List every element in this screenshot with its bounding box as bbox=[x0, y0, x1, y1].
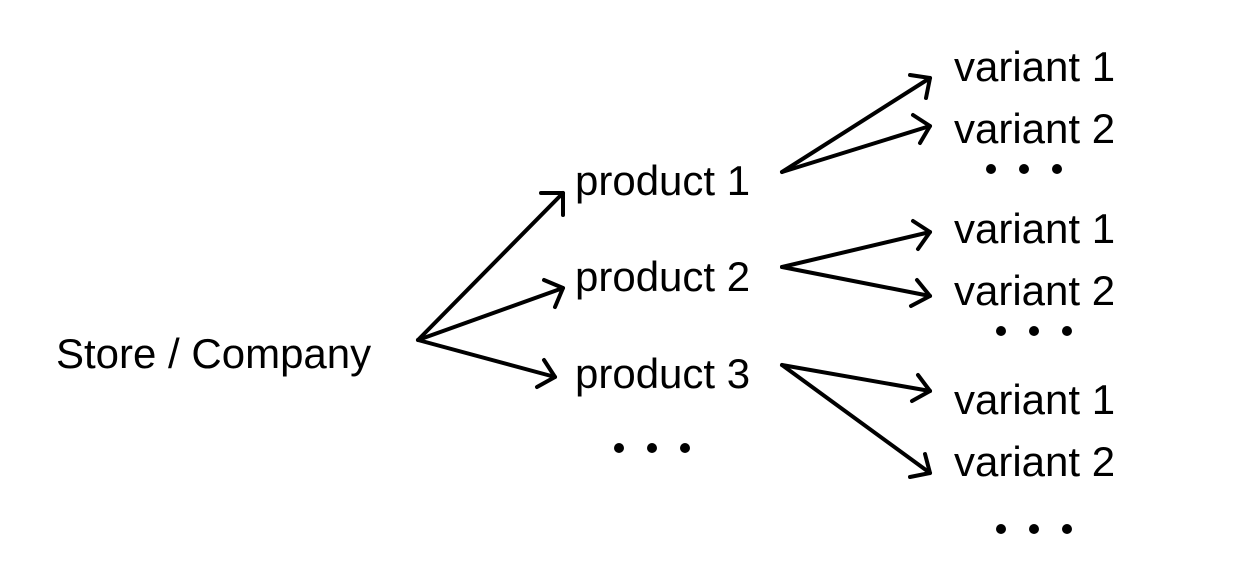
product-2-variant-1-node: variant 1 bbox=[954, 205, 1116, 252]
arrow-product-3-to-variant-1 bbox=[780, 363, 932, 403]
arrow-product-2-to-variant-1 bbox=[780, 219, 932, 269]
product-2-node: product 2 bbox=[575, 253, 751, 300]
product-1-variant-2-node: variant 2 bbox=[954, 105, 1116, 152]
arrow-product-3-to-variant-2 bbox=[780, 363, 932, 479]
product-1-variant-1-node: variant 1 bbox=[954, 43, 1116, 90]
arrow-store-to-product-1 bbox=[416, 191, 565, 342]
arrow-product-2-to-variant-2 bbox=[780, 265, 932, 308]
arrow-product-1-to-variant-2 bbox=[780, 113, 932, 174]
arrow-product-1-to-variant-1 bbox=[780, 73, 932, 174]
arrow-store-to-product-3 bbox=[416, 338, 557, 389]
store-company-node: Store / Company bbox=[56, 330, 372, 377]
product-1-node: product 1 bbox=[575, 157, 751, 204]
product-3-variant-1-node: variant 1 bbox=[954, 376, 1116, 423]
product-3-variant-2-node: variant 2 bbox=[954, 438, 1116, 485]
product-2-variant-2-node: variant 2 bbox=[954, 267, 1116, 314]
product-3-node: product 3 bbox=[575, 350, 751, 397]
arrow-store-to-product-2 bbox=[416, 278, 565, 342]
